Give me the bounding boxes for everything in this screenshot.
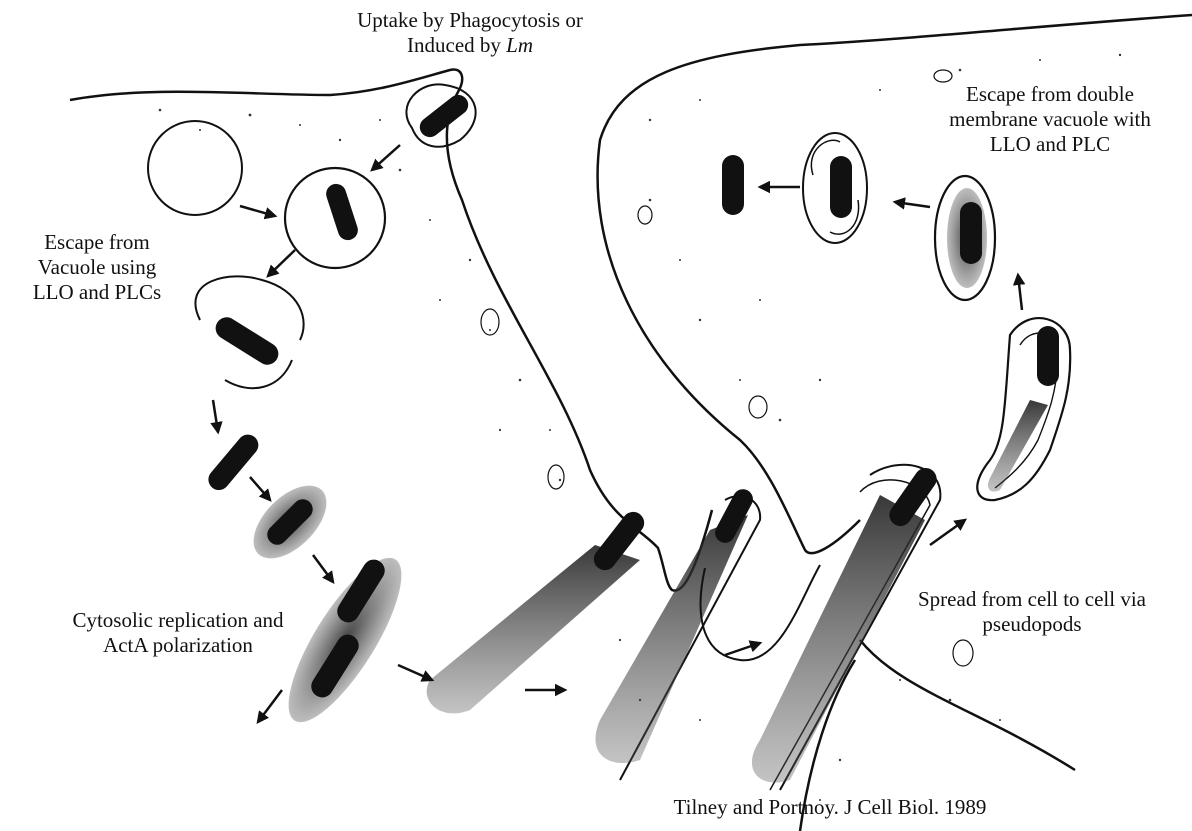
label-uptake-line1: Uptake by Phagocytosis or bbox=[300, 8, 640, 33]
label-double-membrane-line3: LLO and PLC bbox=[920, 132, 1180, 157]
label-spread: Spread from cell to cell via pseudopods bbox=[872, 587, 1192, 637]
uptake-stage bbox=[406, 84, 475, 146]
label-replication: Cytosolic replication and ActA polarizat… bbox=[18, 608, 338, 658]
label-escape-vacuole: Escape from Vacuole using LLO and PLCs bbox=[2, 230, 192, 305]
label-double-membrane-line2: membrane vacuole with bbox=[920, 107, 1180, 132]
vacuole-with-bacterium bbox=[285, 168, 385, 268]
label-escape-vacuole-line3: LLO and PLCs bbox=[2, 280, 192, 305]
label-uptake-line2-italic: Lm bbox=[506, 33, 533, 57]
label-spread-line2: pseudopods bbox=[872, 612, 1192, 637]
pseudopod-3 bbox=[977, 318, 1070, 500]
freed-bacterium-neighbor bbox=[722, 155, 744, 215]
label-uptake-line2-prefix: Induced by bbox=[407, 33, 506, 57]
rupturing-double-vacuole bbox=[803, 133, 867, 243]
free-bacterium bbox=[204, 430, 263, 494]
empty-vacuole bbox=[148, 121, 242, 215]
label-escape-vacuole-line1: Escape from bbox=[2, 230, 192, 255]
label-escape-vacuole-line2: Vacuole using bbox=[2, 255, 192, 280]
label-uptake-line2: Induced by Lm bbox=[300, 33, 640, 58]
double-membrane-vacuole bbox=[935, 176, 995, 300]
label-uptake: Uptake by Phagocytosis or Induced by Lm bbox=[300, 8, 640, 58]
label-replication-line1: Cytosolic replication and bbox=[18, 608, 338, 633]
label-spread-line1: Spread from cell to cell via bbox=[872, 587, 1192, 612]
citation: Tilney and Portnoy. J Cell Biol. 1989 bbox=[610, 795, 1050, 820]
bacterium-actin-cloud bbox=[241, 473, 340, 572]
label-double-membrane: Escape from double membrane vacuole with… bbox=[920, 82, 1180, 157]
label-double-membrane-line1: Escape from double bbox=[920, 82, 1180, 107]
rupturing-vacuole bbox=[195, 276, 303, 388]
actin-tail-1 bbox=[427, 507, 649, 713]
label-replication-line2: ActA polarization bbox=[18, 633, 338, 658]
host-cell-membrane-left bbox=[70, 70, 712, 591]
